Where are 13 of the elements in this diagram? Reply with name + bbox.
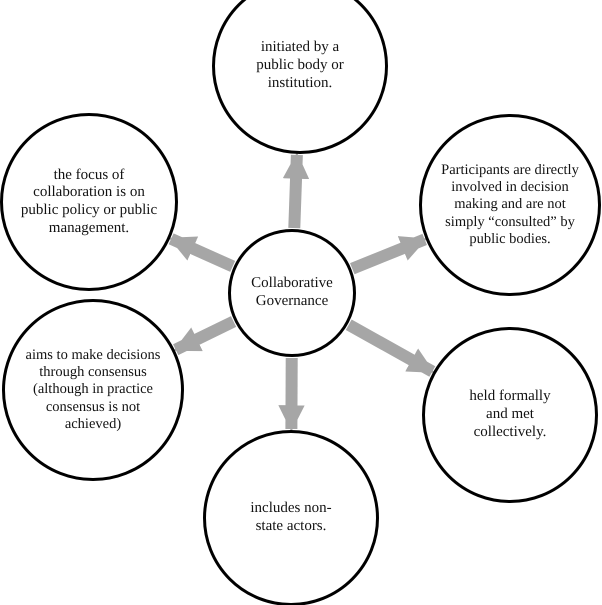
arrow	[278, 358, 305, 432]
node-text: initiated by a public body or institution.	[255, 39, 345, 93]
node-text: aims to make decisions through consensus (although in practice consensus is not achieved)	[24, 347, 162, 433]
arrow	[346, 320, 436, 377]
arrow	[173, 316, 236, 356]
node-text: held formally and met collectively.	[468, 388, 552, 442]
arrow	[282, 152, 310, 228]
arrow	[168, 233, 236, 272]
node-text: Collaborative Governance	[250, 275, 334, 311]
node-text: Participants are directly involved in decision making and are not simply “consulted” by public bodies.	[440, 162, 580, 248]
node-text: includes non-state actors.	[249, 500, 333, 536]
node-text: the focus of collaboration is on public policy or public management.	[20, 166, 158, 238]
arrow	[350, 234, 428, 274]
